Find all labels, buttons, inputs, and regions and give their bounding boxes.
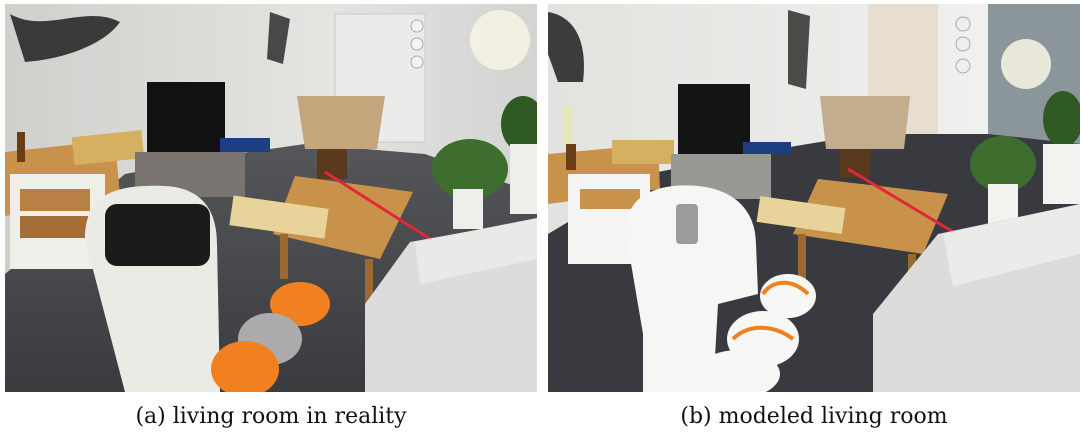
caption-real: (a) living room in reality <box>135 404 407 429</box>
modeled-living-room-image <box>548 4 1080 392</box>
caption-model: (b) modeled living room <box>680 404 948 429</box>
robot-arm <box>211 282 330 392</box>
panel-model-render <box>548 4 1080 392</box>
panel-real-photo <box>5 4 537 392</box>
model-robot-arm <box>696 274 816 392</box>
real-living-room-image <box>5 4 537 392</box>
